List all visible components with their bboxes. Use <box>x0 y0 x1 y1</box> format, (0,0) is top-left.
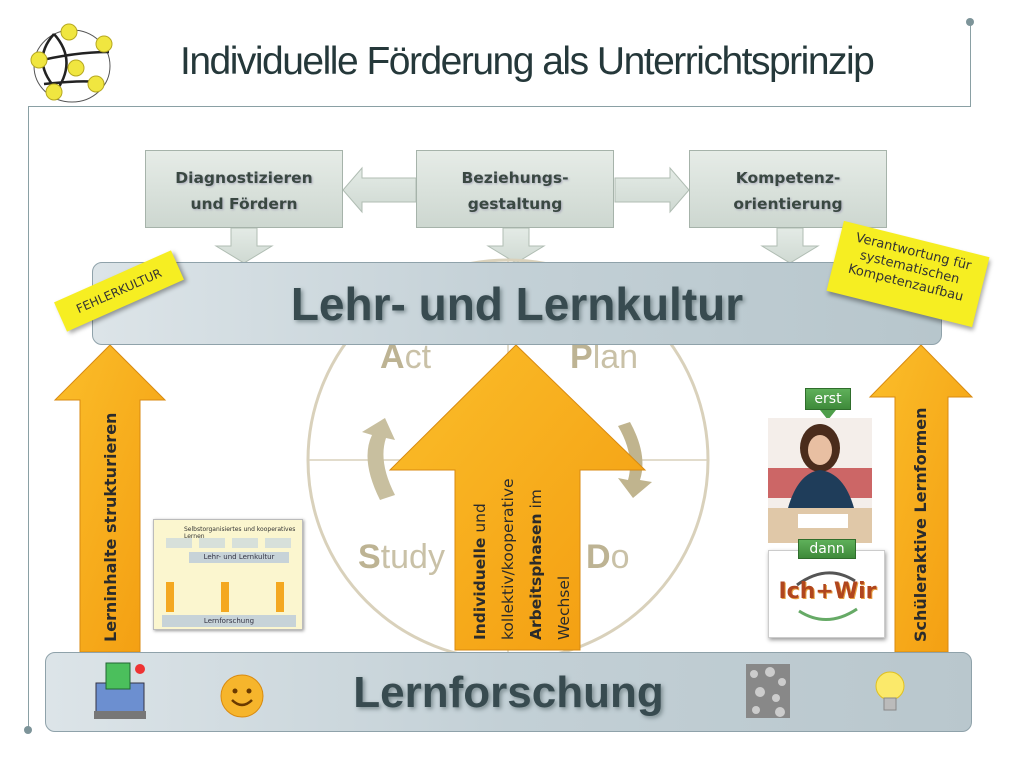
box-beziehungsgestaltung: Beziehungs-gestaltung <box>416 150 614 228</box>
box-line: Beziehungs- <box>461 169 569 187</box>
text: Wechsel <box>555 575 573 640</box>
cycle-arrows-icon <box>796 571 858 621</box>
down-arrow-3 <box>760 227 820 264</box>
box-line: Diagnostizieren <box>175 169 313 187</box>
slide-thumbnail: Selbstorganisiertes und kooperatives Ler… <box>153 519 303 630</box>
right-arrow-label: Schüleraktive Lernformen <box>911 407 930 642</box>
box-line: gestaltung <box>467 195 563 213</box>
ich-wir-logo-box: Ich+Wir <box>768 550 885 638</box>
lernforschung-band: Lernforschung <box>45 652 972 732</box>
student-writing-photo <box>768 418 872 543</box>
center-orange-arrow <box>388 344 647 651</box>
center-arrow-label: Individuelle und kollektiv/kooperative A… <box>466 478 578 640</box>
text-bold: Individuelle <box>471 537 489 640</box>
thumbnail-title: Selbstorganisiertes und kooperatives Ler… <box>184 526 296 540</box>
left-arrow-label: Lerninhalte strukturieren <box>101 412 120 642</box>
lightbulb-icon <box>875 671 905 711</box>
dann-label: dann <box>798 539 856 559</box>
ich-wir-logo-text: Ich+Wir <box>778 579 877 604</box>
erst-label: erst <box>805 388 851 410</box>
text: im <box>527 489 545 514</box>
box-diagnostizieren: Diagnostizieren und Fördern <box>145 150 343 228</box>
thumbnail-band: Lehr- und Lernkultur <box>189 552 289 563</box>
cycle-initial: D <box>586 538 611 576</box>
frame-left-line <box>28 106 29 730</box>
thumbnail-arrows <box>166 582 292 612</box>
cycle-initial: S <box>358 538 381 576</box>
network-globe-logo <box>30 23 113 103</box>
frame-top-line <box>28 106 971 107</box>
cycle-initial: P <box>570 338 593 376</box>
cycle-rest: tudy <box>380 538 445 576</box>
right-arrow-connector <box>614 166 690 214</box>
texture-image-icon <box>746 664 790 718</box>
frame-right-line <box>970 22 971 107</box>
cycle-do: Do <box>586 538 629 577</box>
frame-dot-top <box>966 18 974 26</box>
cycle-rest: o <box>610 538 630 576</box>
thumbnail-footer: Lernforschung <box>162 615 296 627</box>
lehr-und-lernkultur-band: Lehr- und Lernkultur <box>92 262 942 345</box>
text-bold: Arbeitsphasen <box>527 513 545 640</box>
cycle-study: Study <box>358 538 445 577</box>
down-arrow-1 <box>214 227 274 264</box>
page-title: Individuelle Förderung als Unterrichtspr… <box>180 40 875 83</box>
connector-arrows <box>214 166 820 264</box>
cycle-arrow-left-icon <box>362 418 395 500</box>
left-arrow-connector <box>342 166 417 214</box>
erst-down-arrow-icon <box>820 410 836 420</box>
smiley-icon <box>220 674 264 718</box>
box-line: und Fördern <box>190 195 298 213</box>
down-arrow-2 <box>486 227 546 264</box>
thumbnail-boxes <box>166 538 292 548</box>
box-line: orientierung <box>733 195 843 213</box>
robot-kit-icon <box>94 662 146 719</box>
text: kollektiv/kooperative <box>499 478 517 640</box>
box-line: Kompetenz- <box>735 169 841 187</box>
box-kompetenzorientierung: Kompetenz-orientierung <box>689 150 887 228</box>
frame-dot-bottom <box>24 726 32 734</box>
text: und <box>471 503 489 538</box>
